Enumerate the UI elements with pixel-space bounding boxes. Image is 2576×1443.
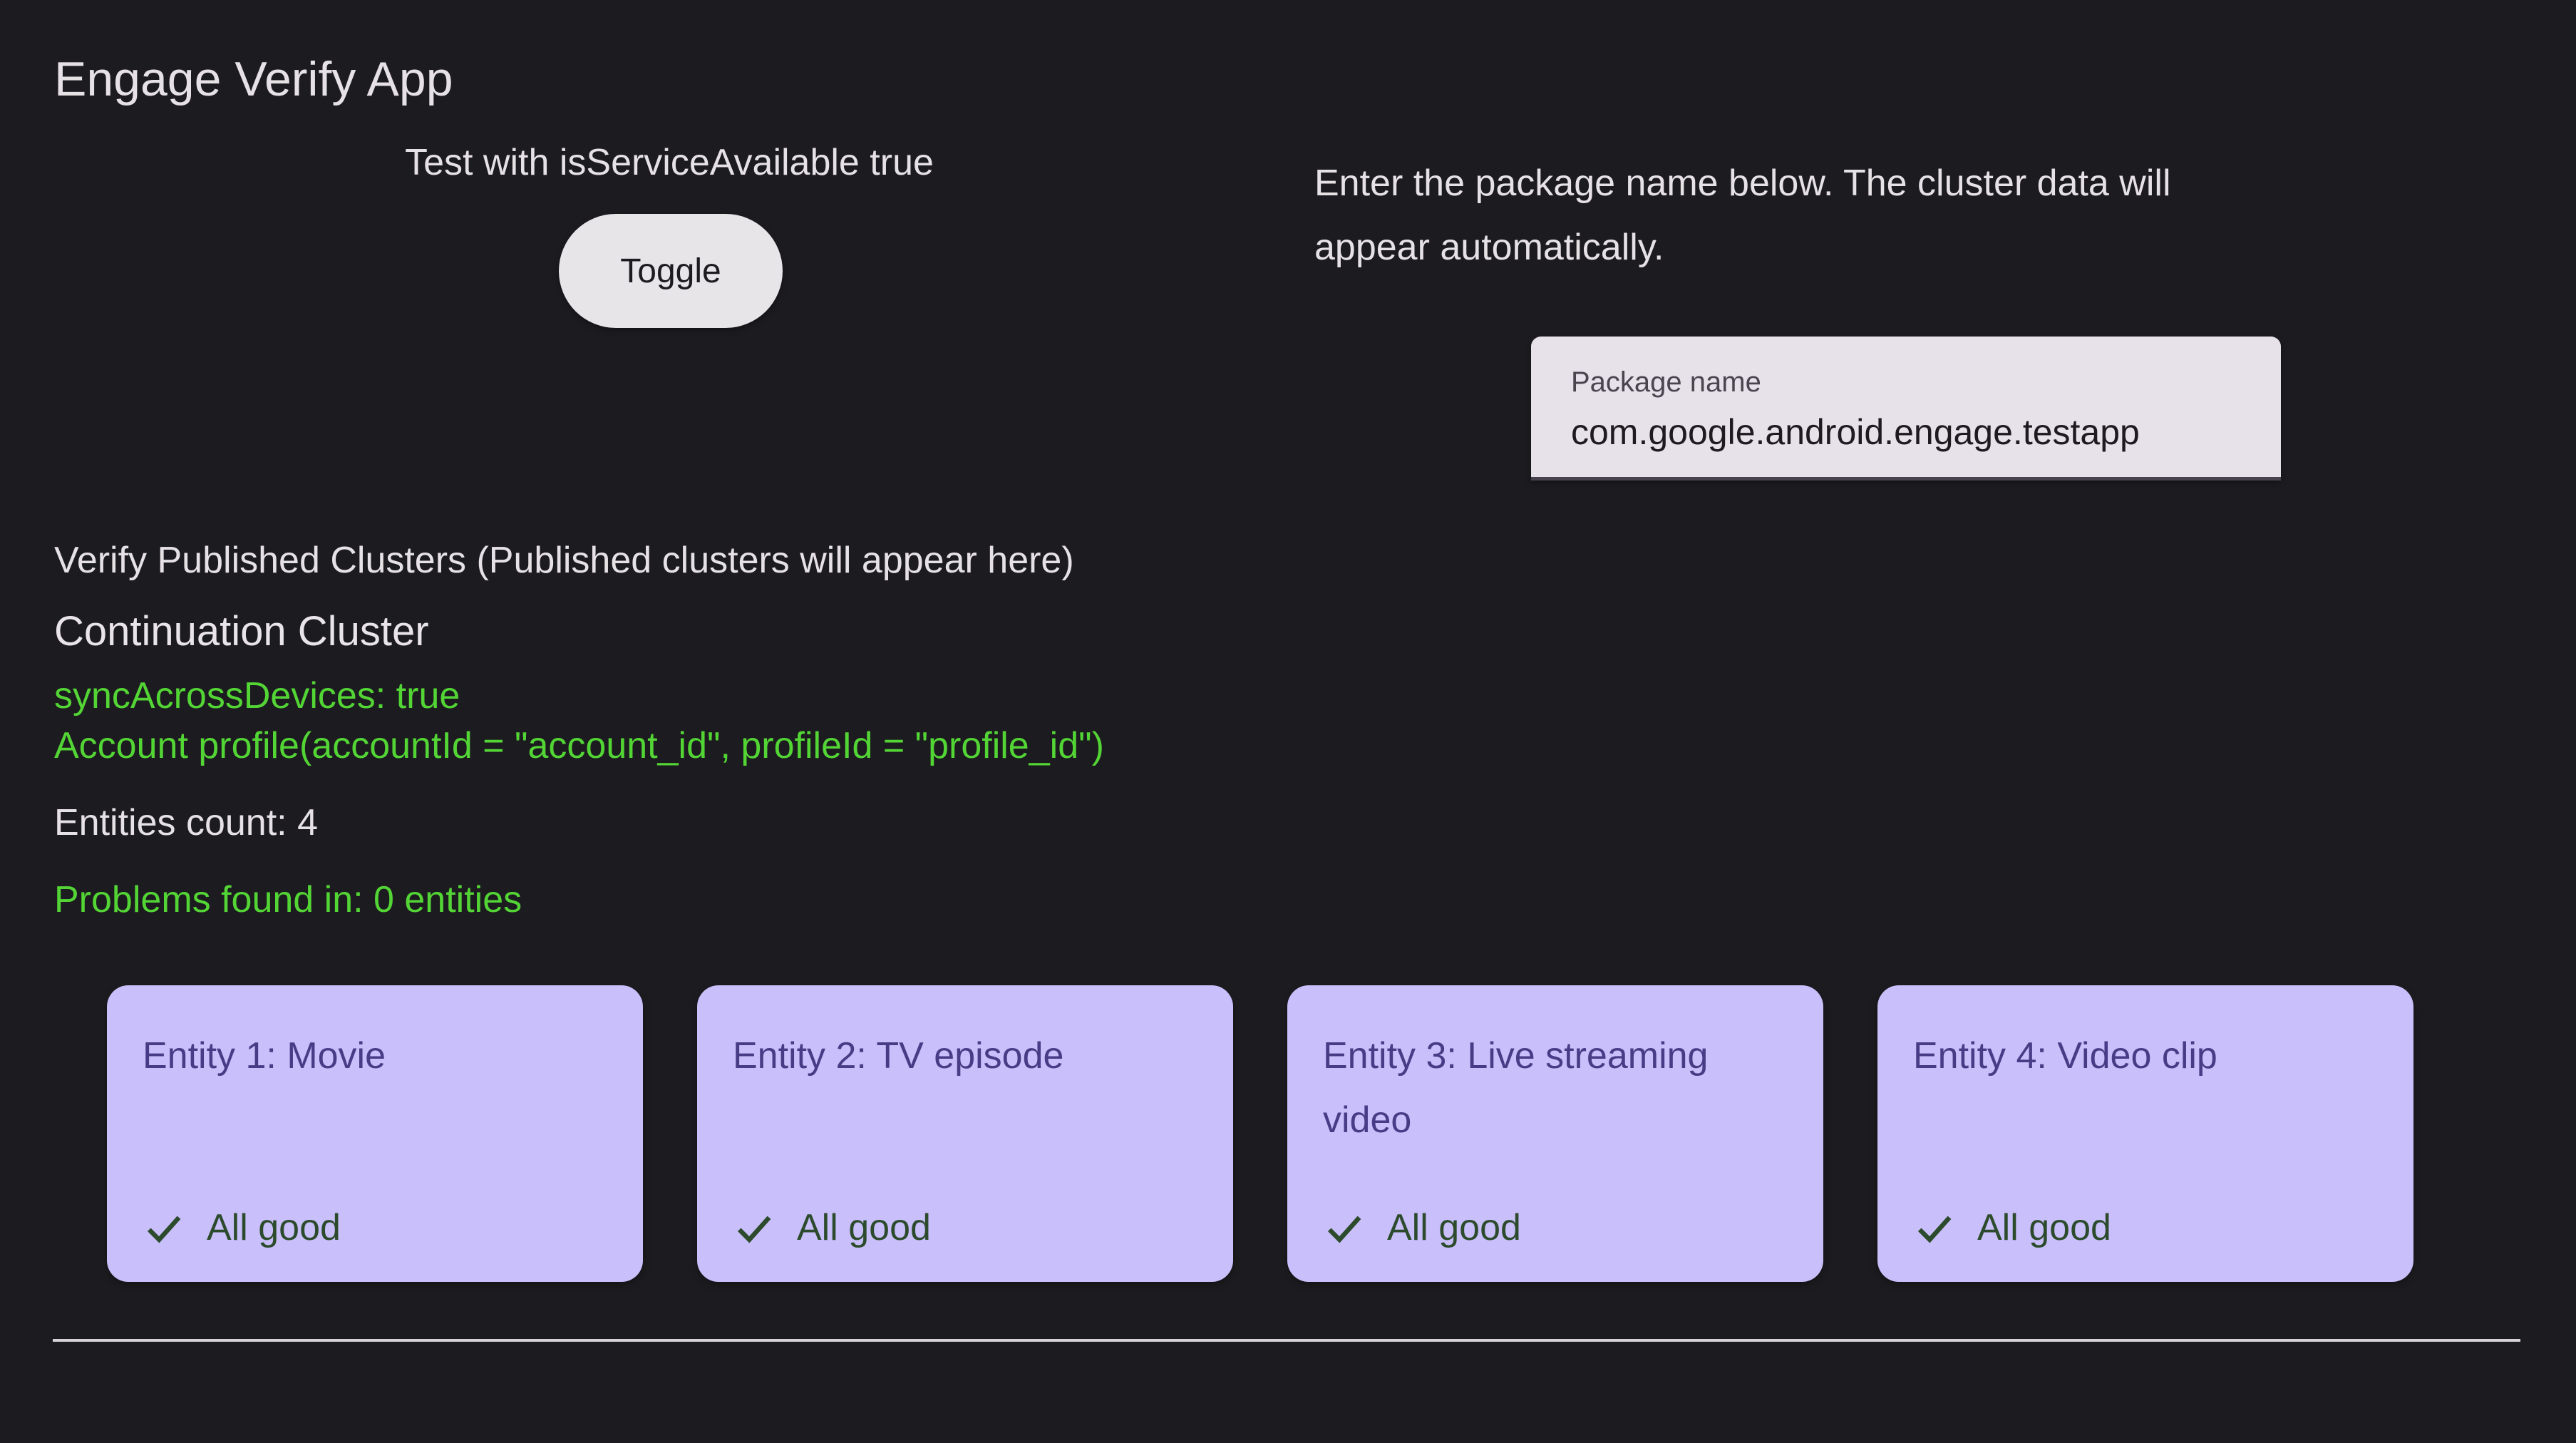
entity-card-status: All good	[1913, 1206, 2111, 1249]
entity-card-status-label: All good	[207, 1207, 341, 1248]
entity-card-title: Entity 1: Movie	[143, 1035, 386, 1077]
package-instruction: Enter the package name below. The cluste…	[1314, 151, 2171, 279]
package-instruction-line2: appear automatically.	[1314, 227, 1664, 268]
package-name-label: Package name	[1571, 366, 1761, 398]
verify-clusters-heading: Verify Published Clusters (Published clu…	[54, 540, 1074, 581]
check-icon	[733, 1206, 776, 1249]
entity-card-status-label: All good	[797, 1207, 931, 1248]
entity-card-title: Entity 2: TV episode	[733, 1035, 1064, 1077]
package-name-value[interactable]: com.google.android.engage.testapp	[1571, 412, 2140, 452]
app-title: Engage Verify App	[54, 52, 453, 106]
package-name-field[interactable]: Package name com.google.android.engage.t…	[1531, 337, 2281, 481]
entity-card: Entity 1: Movie All good	[107, 985, 643, 1282]
entity-card: Entity 2: TV episode All good	[697, 985, 1233, 1282]
entity-card-status: All good	[143, 1206, 341, 1249]
entity-card-status-label: All good	[1977, 1207, 2111, 1248]
entity-card-status: All good	[733, 1206, 931, 1249]
check-icon	[143, 1206, 185, 1249]
sync-across-devices-line: syncAcrossDevices: true	[54, 675, 460, 717]
entity-card: Entity 4: Video clip All good	[1877, 985, 2413, 1282]
entity-card-title: Entity 4: Video clip	[1913, 1035, 2217, 1077]
entity-card-title: Entity 3: Live streaming video	[1323, 1035, 1709, 1141]
entities-count: Entities count: 4	[54, 802, 318, 843]
entity-card-status: All good	[1323, 1206, 1521, 1249]
entity-card: Entity 3: Live streaming video All good	[1287, 985, 1823, 1282]
problems-found-line: Problems found in: 0 entities	[54, 879, 522, 920]
check-icon	[1323, 1206, 1366, 1249]
entity-card-status-label: All good	[1387, 1207, 1521, 1248]
divider	[53, 1339, 2520, 1342]
package-instruction-line1: Enter the package name below. The cluste…	[1314, 163, 2171, 204]
account-profile-line: Account profile(accountId = "account_id"…	[54, 725, 1104, 766]
service-availability-label: Test with isServiceAvailable true	[405, 142, 934, 183]
cluster-title: Continuation Cluster	[54, 608, 429, 654]
check-icon	[1913, 1206, 1956, 1249]
entity-cards-row: Entity 1: Movie All good Entity 2: TV ep…	[107, 985, 2413, 1282]
toggle-button[interactable]: Toggle	[559, 214, 783, 328]
